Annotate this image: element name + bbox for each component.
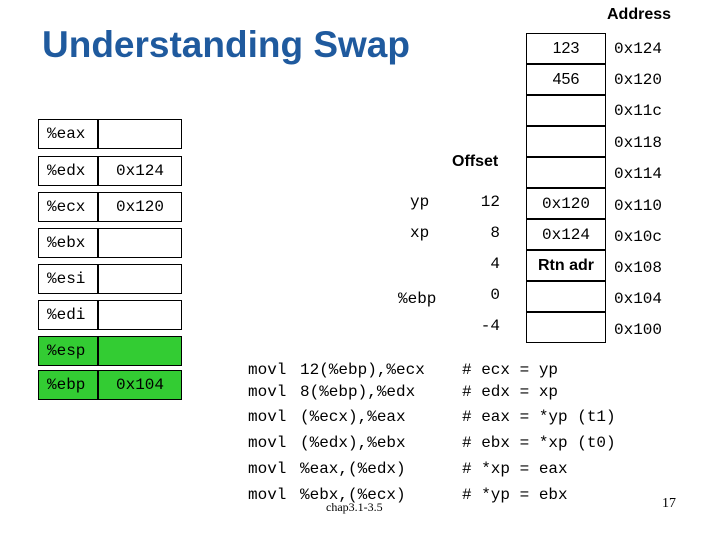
code-comment: # *yp = ebx <box>462 486 568 504</box>
code-args: %ebx,(%ecx) <box>300 486 406 504</box>
register-value: 0x124 <box>98 156 182 186</box>
memory-address: 0x124 <box>614 40 663 58</box>
memory-address: 0x118 <box>614 134 663 152</box>
offset-header: Offset <box>452 153 499 170</box>
footer-label: chap3.1-3.5 <box>326 500 383 514</box>
code-op: movl <box>248 434 287 452</box>
memory-address: 0x104 <box>614 290 663 308</box>
slide-title: Understanding Swap <box>42 24 410 65</box>
memory-address: 0x11c <box>614 102 663 120</box>
memory-cell: 123 <box>526 33 606 64</box>
code-comment: # edx = xp <box>462 383 559 401</box>
code-comment: # eax = *yp (t1) <box>462 408 616 426</box>
memory-cell: 456 <box>526 64 606 95</box>
code-args: %eax,(%edx) <box>300 460 406 478</box>
register-value <box>98 300 182 330</box>
register-name: %eax <box>38 119 98 149</box>
memory-cell: 0x124 <box>526 219 606 250</box>
register-name: %ecx <box>38 192 98 222</box>
code-op: movl <box>248 486 287 504</box>
memory-cell <box>526 157 606 188</box>
code-comment: # ecx = yp <box>462 361 559 379</box>
code-comment: # ebx = *xp (t0) <box>462 434 616 452</box>
xp-label: xp <box>410 224 430 242</box>
register-value: 0x104 <box>98 370 182 400</box>
register-name: %ebp <box>38 370 98 400</box>
offset-value: 0 <box>490 286 500 304</box>
code-args: 12(%ebp),%ecx <box>300 361 425 379</box>
offset-value: 12 <box>480 193 500 211</box>
code-comment: # *xp = eax <box>462 460 568 478</box>
memory-address: 0x120 <box>614 71 663 89</box>
memory-address: 0x100 <box>614 321 663 339</box>
code-op: movl <box>248 408 287 426</box>
yp-label: yp <box>410 193 430 211</box>
offset-value: 8 <box>490 224 500 242</box>
memory-cell <box>526 95 606 126</box>
register-name: %edx <box>38 156 98 186</box>
register-value <box>98 228 182 258</box>
memory-cell: Rtn adr <box>526 250 606 281</box>
memory-cell <box>526 126 606 157</box>
code-op: movl <box>248 361 287 379</box>
register-value <box>98 119 182 149</box>
address-header: Address <box>607 6 672 23</box>
memory-cell <box>526 281 606 312</box>
memory-cell <box>526 312 606 343</box>
memory-address: 0x10c <box>614 228 663 246</box>
memory-address: 0x114 <box>614 165 663 183</box>
register-value <box>98 264 182 294</box>
code-args: (%edx),%ebx <box>300 434 406 452</box>
code-op: movl <box>248 383 287 401</box>
register-value: 0x120 <box>98 192 182 222</box>
register-name: %edi <box>38 300 98 330</box>
page-number: 17 <box>662 496 676 511</box>
memory-address: 0x108 <box>614 259 663 277</box>
ebp-label: %ebp <box>398 290 437 308</box>
code-args: (%ecx),%eax <box>300 408 406 426</box>
memory-address: 0x110 <box>614 197 663 215</box>
code-args: 8(%ebp),%edx <box>300 383 416 401</box>
offset-value: -4 <box>480 317 500 335</box>
memory-cell: 0x120 <box>526 188 606 219</box>
register-name: %ebx <box>38 228 98 258</box>
offset-value: 4 <box>490 255 500 273</box>
code-op: movl <box>248 460 287 478</box>
register-value <box>98 336 182 366</box>
register-name: %esp <box>38 336 98 366</box>
register-name: %esi <box>38 264 98 294</box>
